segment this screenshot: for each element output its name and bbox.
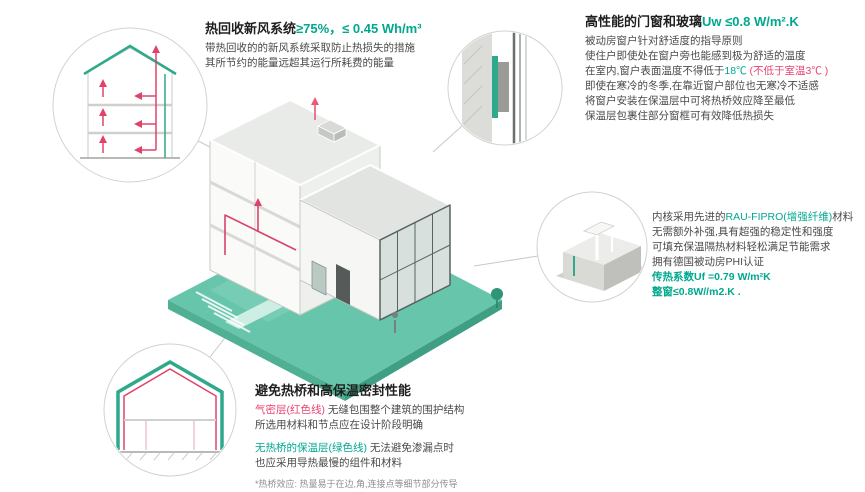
hrv-title: 热回收新风系统≥75%，≤ 0.45 Wh/m³ bbox=[205, 20, 495, 37]
window-line1: 被动房窗户针对舒适度的指导原则 bbox=[585, 35, 743, 47]
window-line3: 在室内,窗户表面温度不得低于18℃ (不低于室温3℃ ) bbox=[585, 64, 863, 79]
person-figure bbox=[392, 312, 398, 333]
profile-line1-pre: 内核采用先进的 bbox=[652, 211, 726, 223]
bridge-green-label: 无热桥的保温层(绿色线) bbox=[255, 442, 367, 454]
bridge-line4: 也应采用导热最慢的组件和材料 bbox=[255, 457, 402, 469]
profile-line1: 内核采用先进的RAU-FIPRO(增强纤维)材料 bbox=[652, 210, 864, 225]
bridge-line2: 所选用材料和节点应在设计阶段明确 bbox=[255, 419, 423, 431]
house-roof-upper bbox=[209, 99, 381, 186]
bridge-green-rest: 无法避免渗漏点时 bbox=[367, 442, 454, 454]
window-line4: 即使在寒冷的冬季,在靠近窗户部位也无寒冷不适感 bbox=[585, 80, 819, 92]
window-line3-pre: 在室内,窗户表面温度不得低于 bbox=[585, 65, 725, 77]
bridge-text-block: 避免热桥和高保温密封性能 气密层(红色线) 无缝包围整个建筑的围护结构 所选用材… bbox=[255, 382, 575, 490]
hrv-body: 带热回收的的新风系统采取防止热损失的措施 其所节约的能量远超其运行所耗费的能量 bbox=[205, 41, 495, 71]
window-detail-icon bbox=[447, 30, 563, 146]
bridge-red-line: 气密层(红色线) 无缝包围整个建筑的围护结构 bbox=[255, 403, 575, 418]
profile-text-block: 内核采用先进的RAU-FIPRO(增强纤维)材料 无需额外补强,具有超强的稳定性… bbox=[652, 210, 864, 300]
profile-line4: 拥有德国被动房PHI认证 bbox=[652, 256, 765, 268]
profile-line2: 无需额外补强,具有超强的稳定性和强度 bbox=[652, 226, 834, 238]
garden-stairs bbox=[195, 291, 251, 333]
hrv-line2: 其所节约的能量远超其运行所耗费的能量 bbox=[205, 57, 394, 69]
glass-facade bbox=[379, 204, 451, 321]
window-line6: 保温层包裹住部分窗框可有效降低热损失 bbox=[585, 110, 774, 122]
bridge-green-line: 无热桥的保温层(绿色线) 无法避免渗漏点时 bbox=[255, 441, 575, 456]
bridge-red-rest: 无缝包围整个建筑的围护结构 bbox=[325, 404, 465, 416]
hrv-title-main: 热回收新风系统 bbox=[205, 21, 297, 36]
window-line3-temp: 18℃ bbox=[724, 65, 747, 77]
window-profile-icon bbox=[536, 191, 648, 303]
thermal-bridge-section-icon bbox=[103, 343, 237, 477]
entry-door bbox=[336, 264, 350, 305]
hrv-line1: 带热回收的的新风系统采取防止热损失的措施 bbox=[205, 42, 415, 54]
house-illustration bbox=[209, 97, 451, 333]
bridge-title: 避免热桥和高保温密封性能 bbox=[255, 383, 412, 398]
rooftop-unit-icon bbox=[317, 119, 347, 143]
roof-exhaust-icon bbox=[311, 97, 319, 120]
window-line2: 使住户即使处在窗户旁也能感到极为舒适的温度 bbox=[585, 50, 806, 62]
bridge-red-label: 气密层(红色线) bbox=[255, 404, 325, 416]
bridge-body: 气密层(红色线) 无缝包围整个建筑的围护结构 所选用材料和节点应在设计阶段明确 … bbox=[255, 403, 575, 471]
profile-line1-accent: RAU-FIPRO(增强纤维) bbox=[725, 211, 833, 223]
window-body: 被动房窗户针对舒适度的指导原则 使住户即使处在窗户旁也能感到极为舒适的温度 在室… bbox=[585, 34, 863, 124]
profile-line6: 整窗≤0.8W//m2.K . bbox=[652, 286, 741, 298]
profile-line5: 传热系数Uf =0.79 W/m²K bbox=[652, 271, 771, 283]
window-text-block: 高性能的门窗和玻璃Uw ≤0.8 W/m².K 被动房窗户针对舒适度的指导原则 … bbox=[585, 13, 863, 124]
window-title-accent: Uw ≤0.8 W/m².K bbox=[702, 14, 799, 29]
profile-body: 内核采用先进的RAU-FIPRO(增强纤维)材料 无需额外补强,具有超强的稳定性… bbox=[652, 210, 864, 300]
window-title: 高性能的门窗和玻璃Uw ≤0.8 W/m².K bbox=[585, 13, 863, 30]
profile-line3: 可填充保温隔热材料轻松满足节能需求 bbox=[652, 241, 831, 253]
bridge-footnote: *热桥效应: 热量易于在边,角,连接点等细节部分传导 bbox=[255, 479, 458, 489]
profile-line1-post: 材料 bbox=[832, 211, 854, 223]
wing-window bbox=[311, 260, 327, 296]
tree-icon bbox=[491, 288, 503, 308]
window-line5: 将窗户安装在保温层中可将热桥效应降至最低 bbox=[585, 95, 795, 107]
window-line3-paren: (不低于室温3℃ ) bbox=[746, 65, 829, 77]
hrv-title-accent: ≥75%，≤ 0.45 Wh/m³ bbox=[296, 21, 422, 36]
hrv-section-icon bbox=[52, 27, 208, 183]
hrv-text-block: 热回收新风系统≥75%，≤ 0.45 Wh/m³ 带热回收的的新风系统采取防止热… bbox=[205, 20, 495, 71]
window-title-main: 高性能的门窗和玻璃 bbox=[585, 14, 703, 29]
